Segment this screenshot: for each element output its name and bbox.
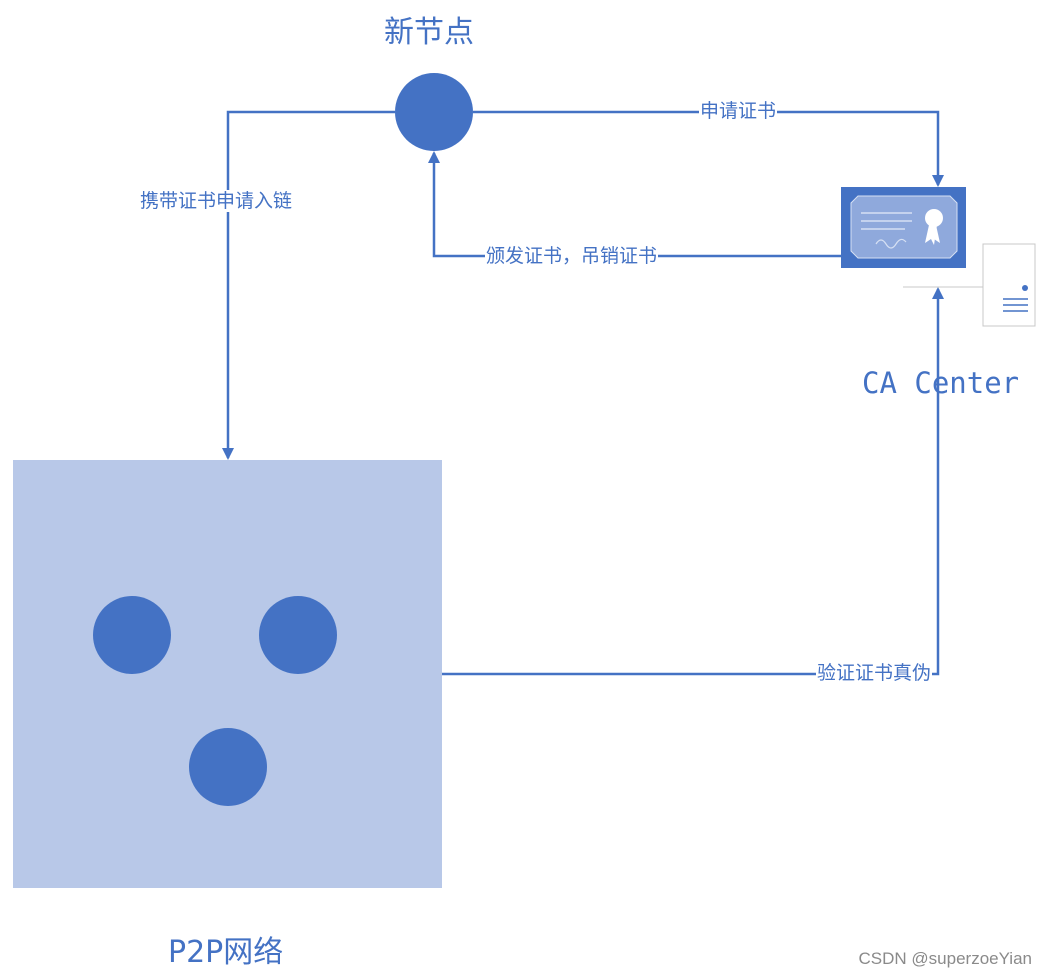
- p2p-member-node: [259, 596, 337, 674]
- ca-center-label: CA Center: [862, 366, 1020, 400]
- watermark-text: CSDN @superzoeYian: [858, 949, 1032, 968]
- p2p-member-node: [93, 596, 171, 674]
- edge-label-join-chain: 携带证书申请入链: [139, 190, 294, 212]
- new-node-circle: [395, 73, 473, 151]
- server-icon: [903, 243, 1036, 327]
- edge-label-issue-revoke: 颁发证书，吊销证书: [485, 245, 659, 267]
- p2p-network-label: P2P网络: [168, 935, 284, 970]
- edge-label-apply-cert: 申请证书: [699, 100, 778, 122]
- p2p-member-node: [189, 728, 267, 806]
- edge-verify-cert: [442, 287, 944, 676]
- new-node-label: 新节点: [384, 15, 474, 50]
- edge-label-verify-cert: 验证证书真伪: [816, 662, 933, 684]
- p2p-network-box: [13, 460, 442, 888]
- edge-apply-cert: [473, 110, 944, 187]
- certificate-icon: [841, 187, 966, 268]
- edge-join-chain: [222, 110, 395, 460]
- edge-issue-revoke: [428, 151, 841, 258]
